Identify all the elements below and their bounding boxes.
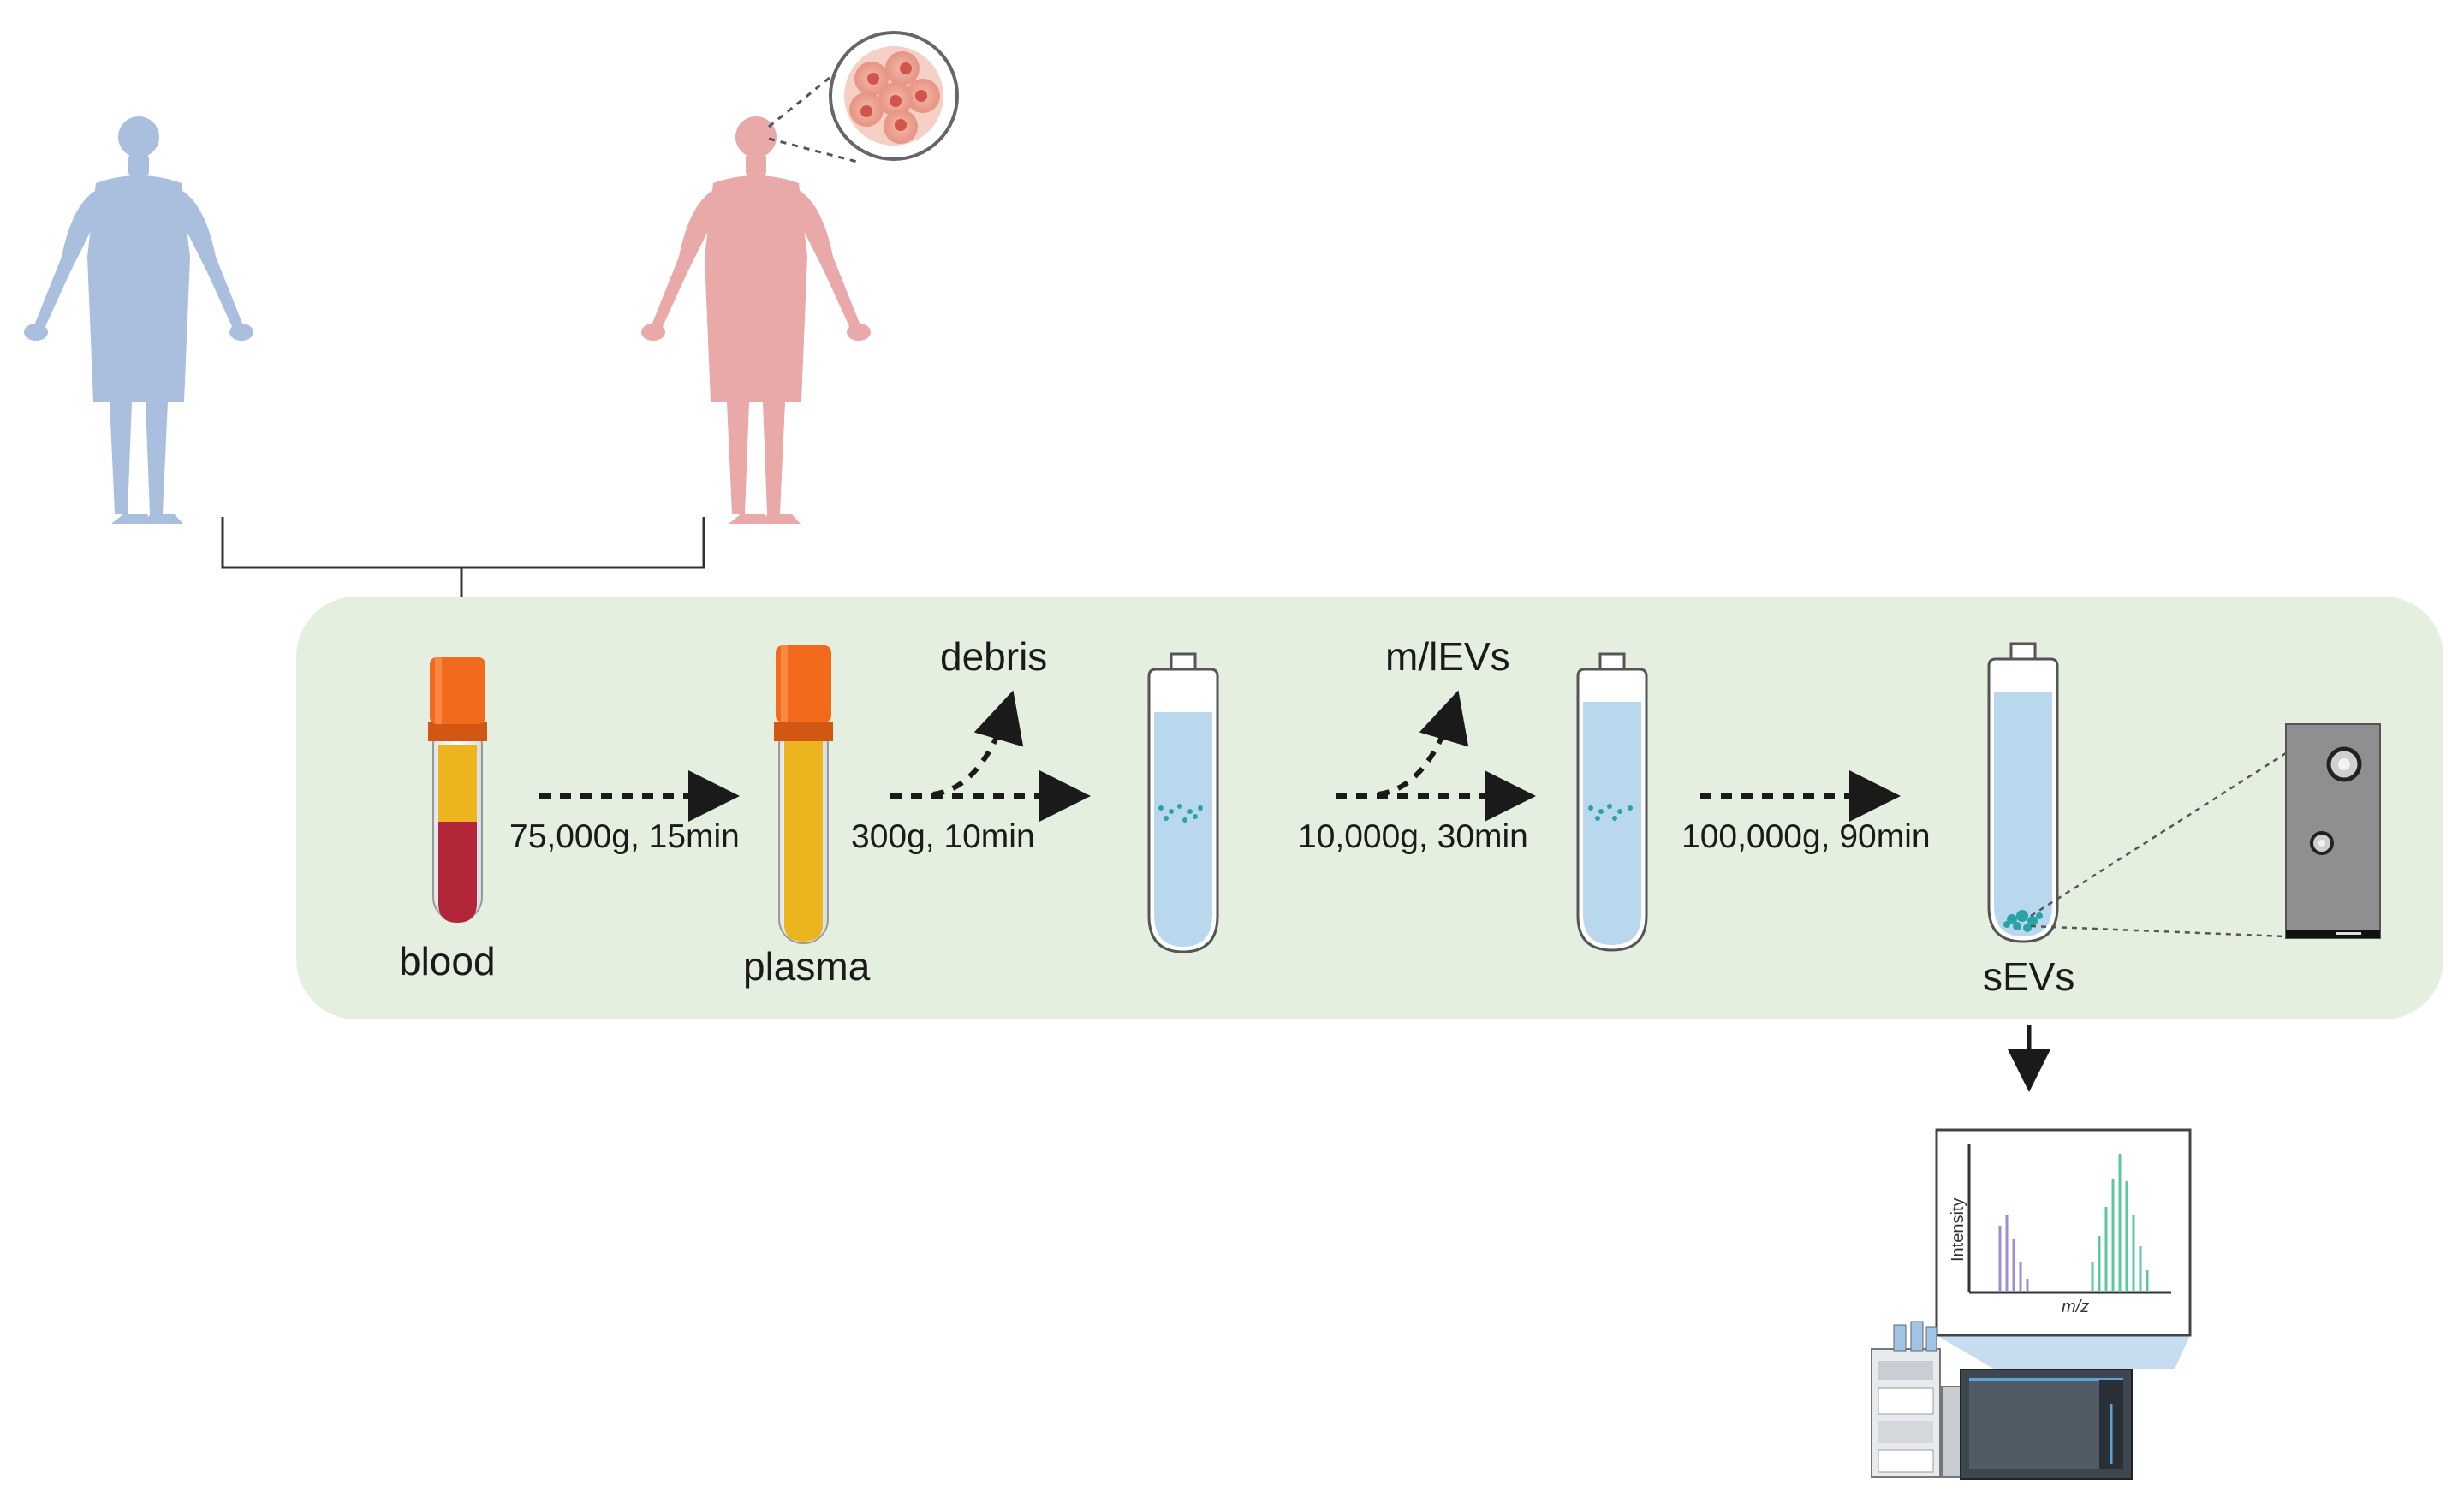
mlevs-label: m/lEVs bbox=[1385, 634, 1510, 679]
spectrum-x-axis-label: m/z bbox=[2062, 1298, 2090, 1316]
step2-condition-label: 300g, 10min bbox=[851, 818, 1035, 855]
healthy-person-icon bbox=[24, 116, 253, 524]
blood-label: blood bbox=[399, 939, 496, 983]
tumor-cells-icon bbox=[768, 31, 959, 164]
plasma-tube-icon bbox=[774, 645, 833, 944]
blood-tube-icon bbox=[428, 657, 487, 923]
em-image-icon bbox=[2030, 723, 2381, 939]
centrifuge-tube-icon bbox=[1576, 652, 1648, 952]
mass-spectrum-panel bbox=[1935, 1128, 2192, 1369]
centrifuge-tube-icon bbox=[1987, 642, 2059, 943]
mass-spectrometer-icon bbox=[1871, 1321, 2133, 1480]
sevs-label: sEVs bbox=[1983, 954, 2075, 999]
step3-condition-label: 10,000g, 30min bbox=[1298, 818, 1528, 855]
step1-condition-label: 75,000g, 15min bbox=[509, 818, 740, 855]
spectrum-y-axis-label: Intensity bbox=[1949, 1197, 1967, 1262]
plasma-label: plasma bbox=[743, 944, 871, 989]
centrifuge-tube-icon bbox=[1147, 652, 1219, 953]
workflow-panel bbox=[296, 597, 2443, 1019]
debris-label: debris bbox=[940, 634, 1048, 679]
workflow-arrows bbox=[539, 690, 1901, 822]
patient-person-icon bbox=[641, 116, 871, 524]
step4-condition-label: 100,000g, 90min bbox=[1681, 818, 1931, 855]
